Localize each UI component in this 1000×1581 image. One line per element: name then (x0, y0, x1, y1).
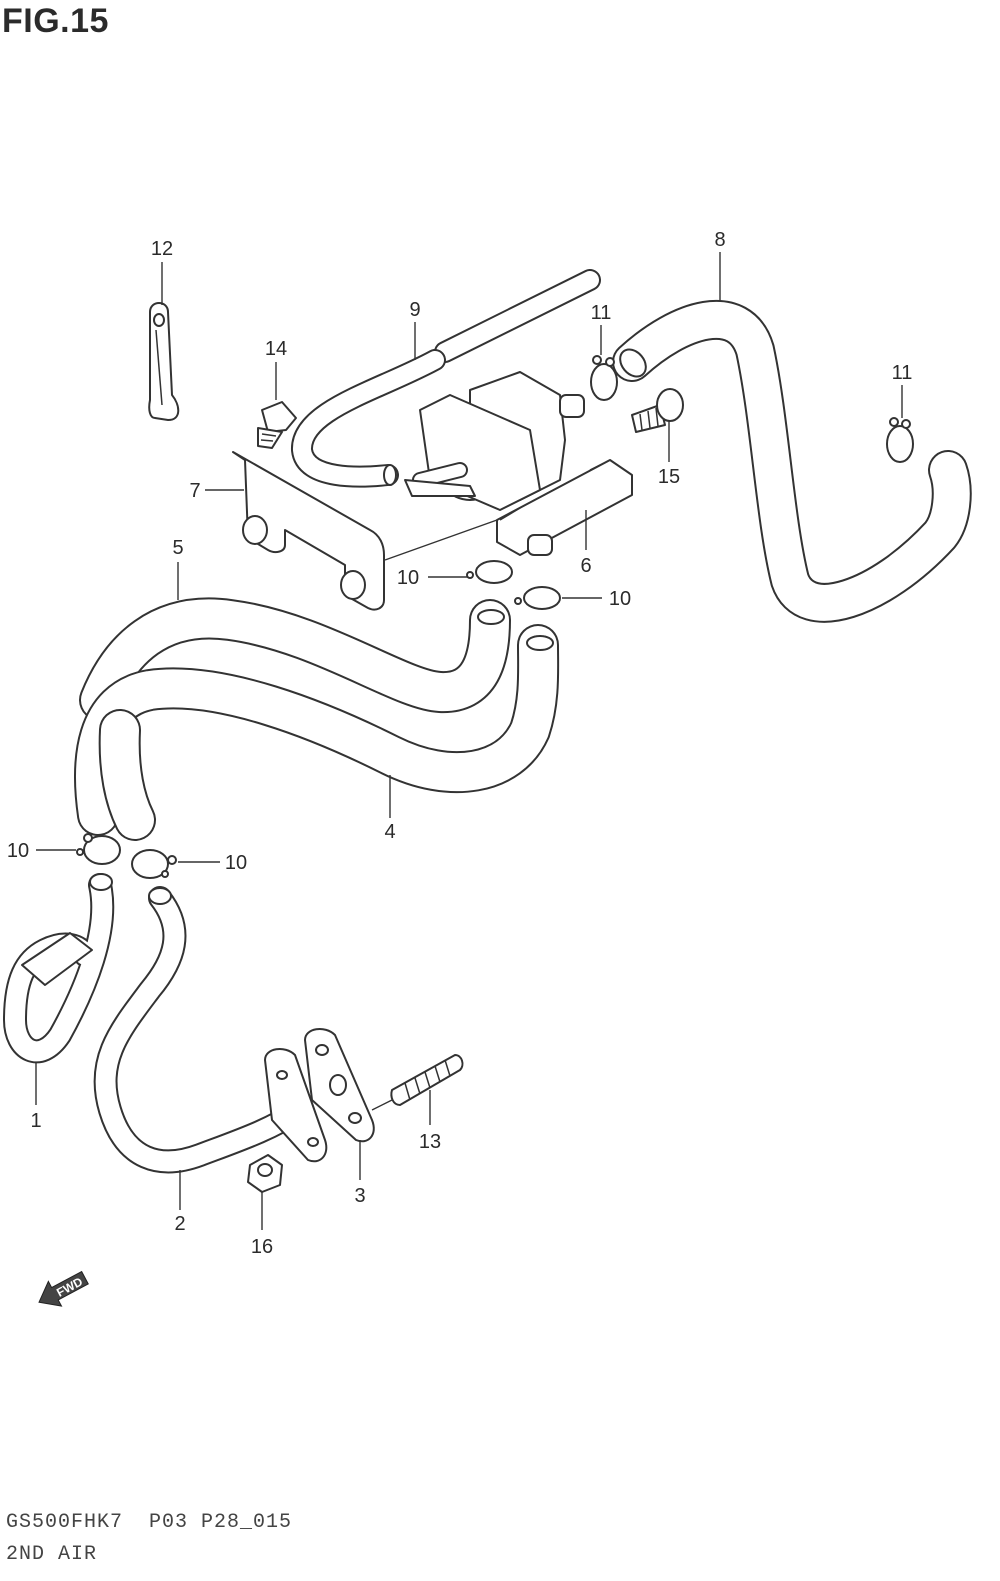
callout-8: 8 (714, 229, 725, 251)
figure-title: FIG.15 (2, 2, 109, 40)
callout-15: 15 (658, 466, 680, 488)
callout-6: 6 (580, 555, 591, 577)
hose-part-8[interactable] (612, 299, 972, 623)
callout-10: 10 (7, 840, 29, 862)
callout-1: 1 (30, 1110, 41, 1132)
callout-3: 3 (354, 1185, 365, 1207)
gasket-part-10a[interactable] (466, 560, 513, 584)
callout-13: 13 (419, 1131, 441, 1153)
callouts: 12 8 9 11 11 14 7 15 5 6 10 10 4 10 10 1… (7, 229, 913, 1258)
callout-14: 14 (265, 338, 287, 360)
bolt-part-14[interactable] (257, 401, 297, 449)
bracket-part-7[interactable] (232, 451, 385, 611)
reed-valve-part-6[interactable] (404, 371, 633, 556)
pipe-part-2[interactable] (93, 886, 312, 1174)
stud-part-13[interactable] (390, 1054, 464, 1106)
callout-7: 7 (189, 480, 200, 502)
hose-part-9[interactable] (291, 269, 601, 488)
hose-part-5[interactable] (79, 597, 511, 721)
gasket-part-10c[interactable] (76, 833, 121, 865)
callout-10: 10 (225, 852, 247, 874)
callout-12: 12 (151, 238, 173, 260)
callout-9: 9 (409, 299, 420, 321)
leader-lines (35, 252, 903, 1230)
section-name: 2ND AIR (6, 1543, 98, 1566)
callout-11: 11 (892, 362, 913, 384)
clip-part-11b[interactable] (886, 417, 914, 463)
callout-10: 10 (397, 567, 419, 589)
callout-10: 10 (609, 588, 631, 610)
clamp-part-12[interactable] (148, 302, 180, 421)
gasket-part-10d[interactable] (131, 849, 177, 879)
gasket-part-10b[interactable] (514, 586, 561, 610)
nut-part-16[interactable] (247, 1154, 283, 1193)
callout-5: 5 (172, 537, 183, 559)
bolt-part-15[interactable] (631, 388, 684, 433)
clip-part-11[interactable] (590, 355, 618, 401)
callout-4: 4 (384, 821, 395, 843)
fwd-arrow-icon: FWD (38, 1270, 89, 1307)
callout-2: 2 (174, 1213, 185, 1235)
pipe-part-1[interactable] (3, 873, 115, 1064)
hose-part-4[interactable] (74, 624, 560, 841)
model-code: GS500FHK7 P03 P28_015 (6, 1511, 293, 1534)
callout-11: 11 (591, 302, 612, 324)
callout-16: 16 (251, 1236, 273, 1258)
flange-part-3[interactable] (264, 1028, 375, 1163)
